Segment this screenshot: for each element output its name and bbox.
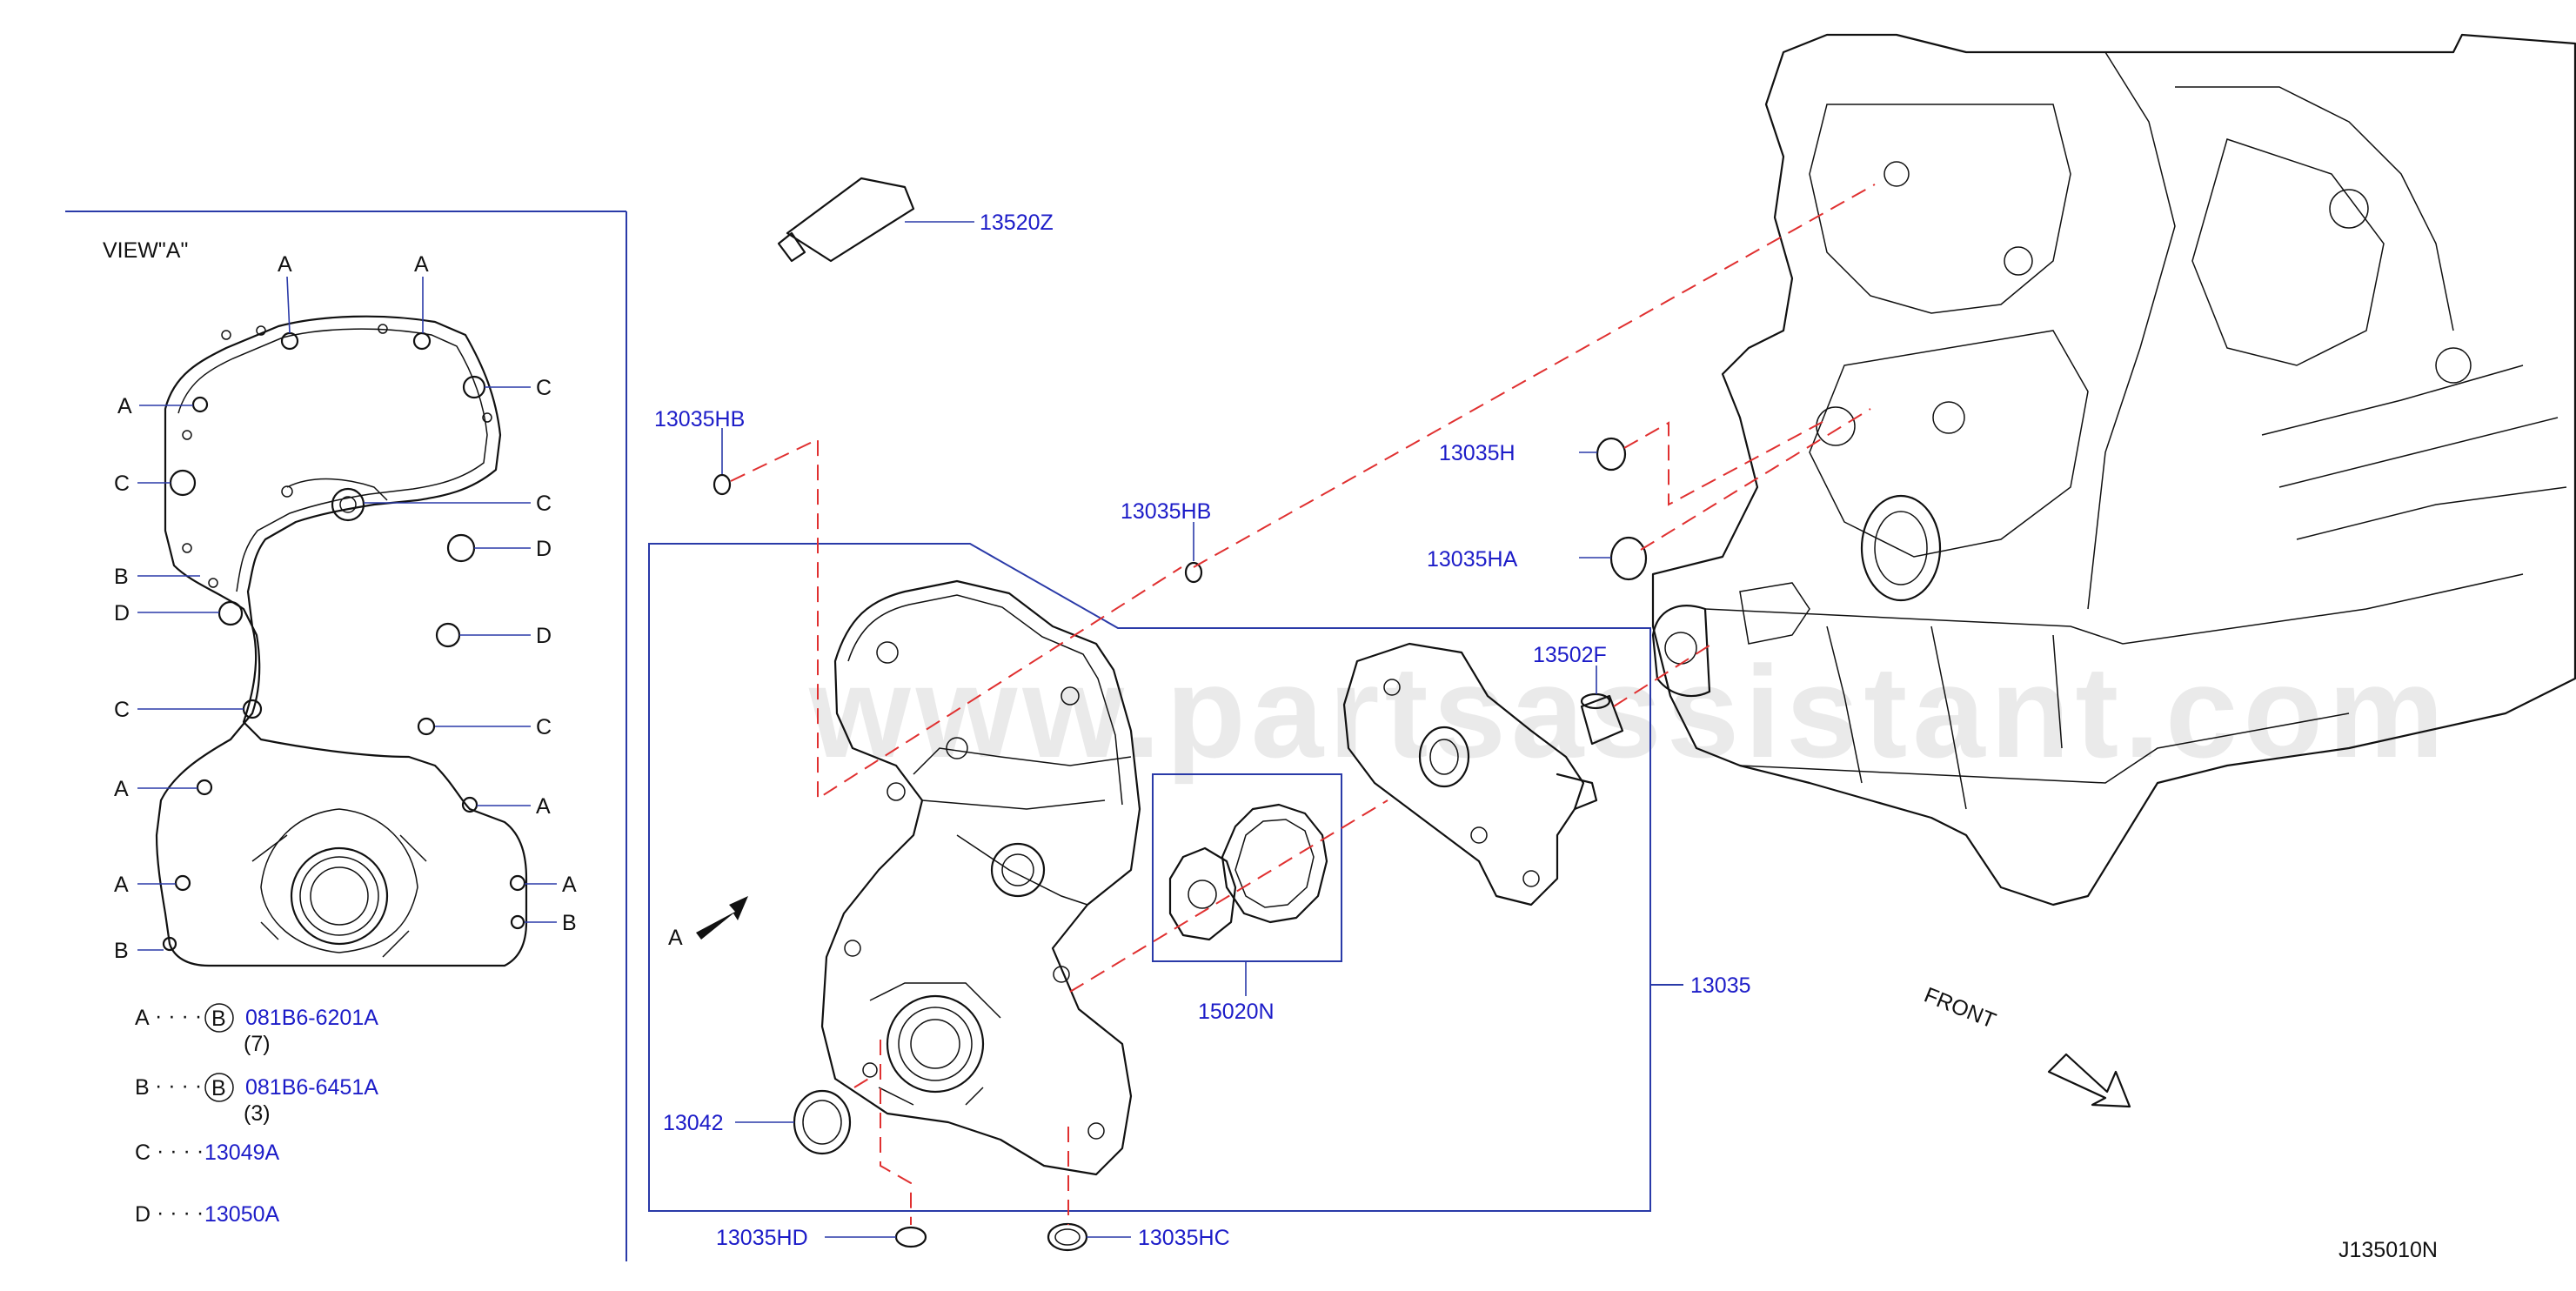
view-a-label-d-left-1: D (114, 601, 130, 625)
assembly-lines (730, 184, 1876, 1225)
view-a-label-c-right-1: C (536, 376, 552, 400)
o-ring-icon (1609, 536, 1648, 581)
sealant-tube-icon (786, 177, 915, 263)
view-a-label-c-right-2: C (536, 492, 552, 516)
part-label-13042[interactable]: 13042 (663, 1111, 724, 1135)
legend-letter-c: C (135, 1140, 151, 1165)
part-label-13035hc[interactable]: 13035HC (1138, 1226, 1230, 1250)
view-a-label-d-right-2: D (536, 624, 552, 648)
part-label-13035ha[interactable]: 13035HA (1427, 547, 1518, 572)
part-label-13520z[interactable]: 13520Z (980, 211, 1054, 235)
view-a-label-a-top-right: A (414, 252, 429, 277)
part-label-13035[interactable]: 13035 (1690, 973, 1751, 998)
legend-qty-a: (7) (244, 1032, 271, 1056)
bolt-symbol-icon (204, 1073, 234, 1102)
view-a-label-d-right-1: D (536, 537, 552, 561)
part-label-13035hb-right[interactable]: 13035HB (1121, 499, 1211, 524)
view-a-label-c-right-3: C (536, 715, 552, 739)
front-cover-bracket (648, 543, 1683, 1212)
legend-dots-c: · · · · (157, 1139, 204, 1163)
drawing-id: J135010N (2338, 1238, 2438, 1262)
view-a-label-b-left-2: B (114, 939, 129, 963)
part-label-13035hd[interactable]: 13035HD (716, 1226, 808, 1250)
legend-part-d[interactable]: 13050A (204, 1202, 280, 1227)
legend-dots-a: · · · · (155, 1004, 202, 1028)
legend-bolt-symbol-b: B (211, 1076, 226, 1100)
oil-pump-body-drawing (1342, 642, 1598, 906)
view-a-label-a-right-2: A (562, 873, 577, 897)
o-ring-icon (1184, 561, 1203, 584)
view-a-label-c-left-1: C (114, 472, 130, 496)
part-leaders (721, 221, 1611, 1238)
legend-bolt-symbol-a: B (211, 1007, 226, 1031)
view-a-leaders (137, 276, 557, 951)
legend-dots-d: · · · · (157, 1201, 204, 1225)
part-label-13035h[interactable]: 13035H (1439, 441, 1515, 465)
view-a-label-a-left-3: A (114, 873, 129, 897)
front-arrow-icon (2047, 1053, 2131, 1108)
legend-letter-a: A (135, 1006, 150, 1030)
o-ring-icon (894, 1226, 927, 1248)
o-ring-icon (713, 473, 732, 496)
legend-qty-b: (3) (244, 1101, 271, 1126)
view-direction-arrow-icon (696, 896, 748, 940)
view-a-marker: A (668, 926, 683, 950)
view-a-label-b-left-1: B (114, 565, 129, 589)
bolt-legend: A · · · · B 081B6-6201A (7) B · · · · B … (135, 1003, 378, 1227)
legend-part-b[interactable]: 081B6-6451A (245, 1075, 378, 1100)
part-label-13502f[interactable]: 13502F (1533, 643, 1607, 667)
view-a-label-a-left-2: A (114, 777, 129, 801)
view-a-label-a-right-1: A (536, 794, 551, 819)
rotor-set-box (1152, 773, 1342, 962)
part-label-15020n[interactable]: 15020N (1198, 1000, 1275, 1024)
view-a-label-c-left-2: C (114, 698, 130, 722)
front-label: FRONT (1921, 983, 1999, 1033)
o-ring-icon (1596, 437, 1627, 472)
part-label-13035hb-left[interactable]: 13035HB (654, 407, 745, 431)
front-cover-drawing (820, 579, 1141, 1176)
view-a-arrow: A (668, 896, 748, 950)
legend-part-c[interactable]: 13049A (204, 1140, 280, 1165)
view-a-title: VIEW"A" (103, 238, 188, 263)
legend-dots-b: · · · · (155, 1074, 202, 1098)
bolt-symbol-icon (204, 1003, 234, 1033)
legend-part-a[interactable]: 081B6-6201A (245, 1006, 378, 1030)
legend-letter-d: D (135, 1202, 151, 1227)
view-a-label-b-right-1: B (562, 911, 577, 935)
view-a-label-a-top-left: A (278, 252, 292, 277)
legend-letter-b: B (135, 1075, 150, 1100)
front-indicator: FRONT (1921, 983, 2131, 1108)
front-cover-outline (155, 315, 528, 967)
view-a-panel: VIEW"A" (65, 211, 627, 1261)
seal-ring-icon (1047, 1222, 1088, 1252)
view-a-label-a-left-1: A (117, 394, 132, 418)
watermark: www.partsassistant.com (808, 639, 2449, 785)
plug-icon (1580, 694, 1624, 746)
